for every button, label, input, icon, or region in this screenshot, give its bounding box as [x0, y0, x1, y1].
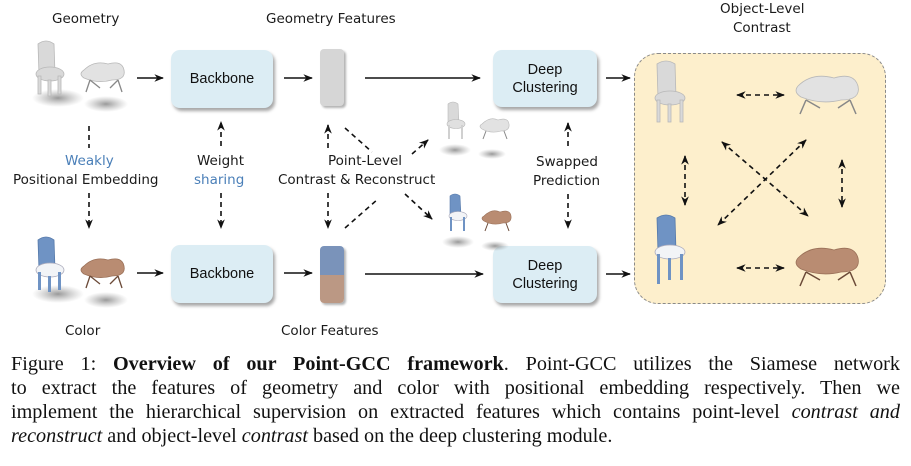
geometry-features-label: Geometry Features — [266, 11, 396, 27]
object-level-gray-chair — [654, 60, 686, 123]
table-brown-icon — [80, 258, 125, 289]
caption-italic-contrast: contrast — [241, 425, 308, 447]
caption-italic-reconstruct: reconstruct — [11, 425, 103, 447]
point-level-color-objects — [442, 193, 512, 251]
color-feature-bar — [320, 246, 344, 303]
color-input-label: Color — [65, 323, 101, 339]
object-level-brown-table — [795, 247, 859, 287]
point-level-label: Point-Level — [328, 153, 403, 169]
color-input-objects — [32, 236, 128, 308]
positional-embedding-label: Positional Embedding — [13, 172, 159, 188]
chair-gray-icon — [35, 40, 65, 97]
table-gray-icon — [80, 62, 125, 93]
caption-line-4-mid: and object-level — [102, 425, 242, 447]
swapped-label: Swapped — [536, 154, 598, 170]
arrows-and-objects — [32, 40, 859, 308]
geometry-input-objects — [32, 40, 128, 112]
caption-title: Overview of our Point-GCC framework — [112, 353, 504, 375]
caption-line-3-text: implement the hierarchical supervision o… — [11, 401, 792, 423]
geometry-input-label: Geometry — [52, 11, 120, 27]
weakly-label: Weakly — [65, 153, 114, 169]
dashed-diag-geo-to-color-obj — [344, 127, 373, 153]
weight-label: Weight — [197, 153, 245, 169]
dashed-diag-color-to-geo-obj — [344, 198, 379, 229]
chair-blue-icon — [35, 236, 65, 292]
geometry-feature-bar — [320, 49, 344, 106]
contrast-arrow-diag-2 — [717, 139, 807, 226]
dashed-diag-color-to-geo-obj-2 — [411, 139, 429, 155]
caption-line-1: Figure 1: Overview of our Point-GCC fram… — [11, 352, 900, 376]
caption-line-4-end: based on the deep clustering module. — [307, 425, 613, 447]
backbone-top: Backbone — [171, 50, 273, 108]
caption-italic-contrast-and: contrast and — [791, 401, 900, 423]
sharing-label: sharing — [194, 172, 245, 188]
framework-diagram: Geometry Geometry Features Object-Level … — [13, 1, 886, 339]
object-level-blue-chair — [654, 214, 686, 284]
color-feature-bottom — [320, 274, 344, 303]
backbone-bottom: Backbone — [171, 245, 273, 303]
caption-line-4: reconstruct and object-level contrast ba… — [11, 424, 900, 448]
object-level-gray-table — [795, 75, 859, 115]
object-level-title-2: Contrast — [733, 20, 791, 36]
dashed-diag-geo-to-color-obj-2 — [404, 193, 433, 220]
caption-line-2: to extract the features of geometry and … — [11, 377, 900, 399]
color-feature-top — [320, 246, 344, 275]
color-features-label: Color Features — [281, 323, 379, 339]
object-level-title-1: Object-Level — [720, 1, 805, 17]
contrast-reconstruct-label: Contrast & Reconstruct — [278, 172, 436, 188]
caption-line-1-text: . Point-GCC utilizes the Siamese network — [503, 353, 900, 375]
point-level-geo-objects — [439, 101, 510, 159]
figure-label: Figure 1: — [11, 353, 97, 375]
prediction-label: Prediction — [533, 173, 601, 189]
caption-line-3: implement the hierarchical supervision o… — [11, 400, 900, 424]
figure-caption: Figure 1: Overview of our Point-GCC fram… — [11, 352, 900, 448]
